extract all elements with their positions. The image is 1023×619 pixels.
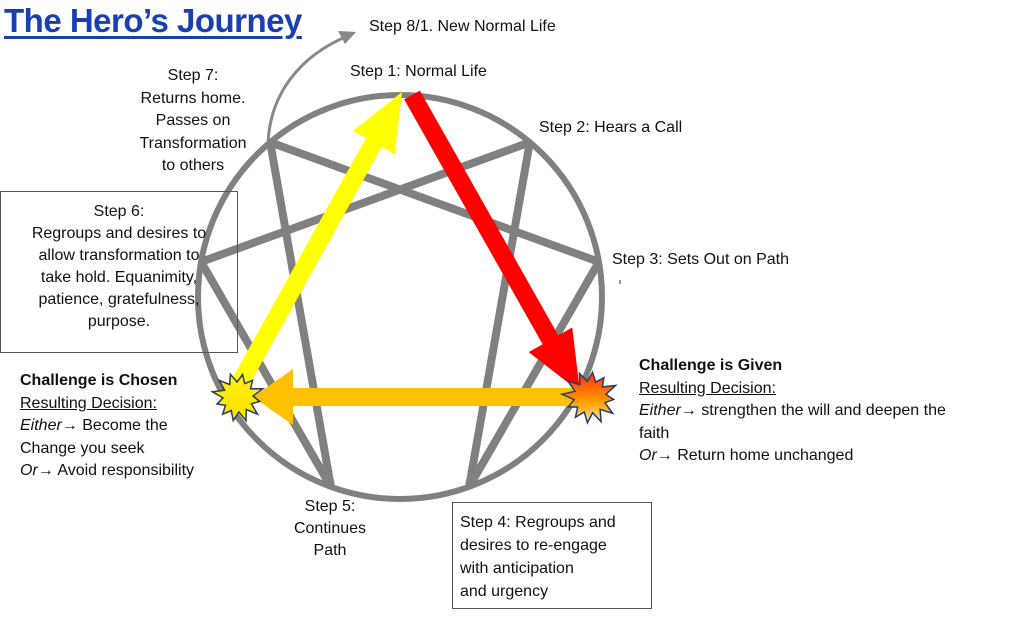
challenge-chosen-subheading: Resulting Decision: [20,394,157,412]
hexad-line [465,141,534,488]
challenge-given-subheading: Resulting Decision: [639,379,776,397]
step-7-line: Passes on [155,112,231,129]
page-title: The Hero’s Journey [4,2,302,39]
challenge-chosen-either: Either→ Become the [20,415,194,438]
or-text: Avoid responsibility [53,462,195,479]
arrow-challenge-chosen-to-step1 [227,92,402,397]
right-arrow-icon: → [656,447,673,464]
step-4-line: and urgency [460,583,549,600]
step-7-line: to others [161,157,225,174]
step-6-line: allow transformation to [38,247,200,264]
step-4-line: with anticipation [460,560,574,577]
arrow-challenge-given-to-chosen [253,369,575,425]
either-label: Either [639,402,681,419]
or-label: Or [639,447,657,464]
right-arrow-icon: → [680,402,697,419]
either-label: Either [20,417,62,434]
step-6-line: take hold. Equanimity, [40,269,198,286]
challenge-chosen-panel: Challenge is Chosen Resulting Decision: … [20,370,194,483]
arrow-step1-to-challenge-given [404,90,580,392]
challenge-given-heading: Challenge is Given [639,357,783,374]
challenge-given-burst-icon [559,370,618,425]
challenge-chosen-either-cont: Change you seek [20,439,145,457]
right-arrow-icon: → [61,417,78,434]
step-7-line: Transformation [139,134,247,152]
enneagram-hexad [197,138,603,489]
step-8-label: Step 8/1. New Normal Life [369,18,556,35]
step-6-line: purpose. [87,313,151,330]
step-3-label: Step 3: Sets Out on Path [612,251,789,268]
challenge-given-panel: Challenge is Given Resulting Decision: E… [639,355,946,468]
step-6-line: patience, gratefulness, [38,291,200,308]
step-5-line: Continues [293,520,367,537]
challenge-given-either: Either→ strengthen the will and deepen t… [639,400,946,423]
step-7-label: Step 7: Returns home. Passes on Transfor… [118,65,268,178]
step-7-line: Step 7: [167,67,219,84]
return-arc [266,33,351,149]
hexad-line [268,138,601,266]
stray-mark [619,280,621,284]
challenge-given-or: Or→ Return home unchanged [639,445,946,468]
challenge-chosen-heading: Challenge is Chosen [20,372,178,389]
step-5-label: Step 5: Continues Path [275,496,385,562]
step-4-box: Step 4: Regroups and desires to re-engag… [452,502,652,609]
journey-arrows [227,90,580,425]
step-2-label: Step 2: Hears a Call [539,119,683,136]
step-4-line: desires to re-engage [460,537,607,554]
step-5-line: Path [313,542,347,559]
hexad-line [465,259,603,489]
step-5-line: Step 5: [304,498,356,515]
step-4-line: Step 4: Regroups and [460,514,616,531]
step-6-box: Step 6: Regroups and desires to allow tr… [0,191,238,353]
challenge-chosen-or: Or→ Avoid responsibility [20,460,194,483]
step-1-label: Step 1: Normal Life [350,63,487,80]
either-text: Become the [77,417,168,434]
or-label: Or [20,462,38,479]
hexad-line [199,138,532,266]
or-text: Return home unchanged [672,447,854,464]
step-6-line: Regroups and desires to [31,225,207,242]
either-text: strengthen the will and deepen the [696,402,946,419]
step-6-line: Step 6: [93,203,145,220]
challenge-given-either-cont: faith [639,424,670,442]
right-arrow-icon: → [37,462,54,479]
hexad-line [266,141,335,488]
return-arrowhead-icon [338,31,356,44]
hexad-line [197,259,335,489]
challenge-chosen-burst-icon [210,372,265,423]
step-7-line: Returns home. [140,89,246,107]
